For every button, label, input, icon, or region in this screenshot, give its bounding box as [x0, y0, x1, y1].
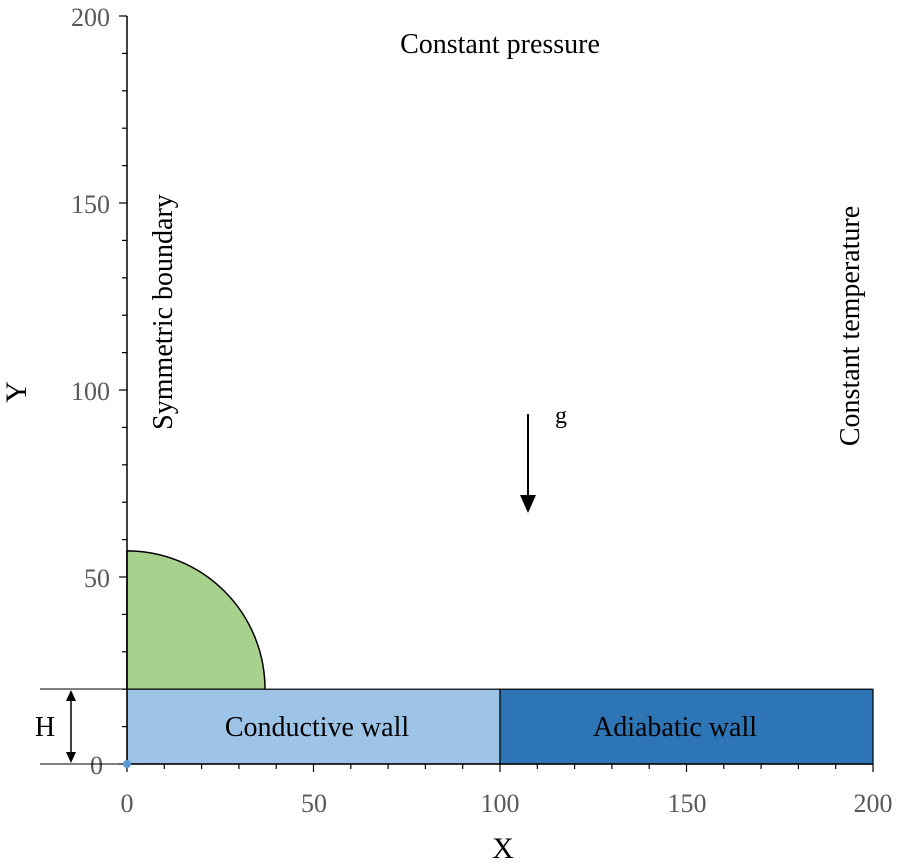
left-boundary-label: Symmetric boundary	[148, 194, 179, 430]
y-axis-ticks	[119, 15, 127, 765]
x-tick-label-150: 150	[668, 789, 707, 818]
y-tick-label-150: 150	[71, 190, 110, 219]
wall-height-label: H	[35, 712, 55, 743]
right-boundary-label: Constant temperature	[835, 206, 866, 446]
gravity-arrow-icon	[520, 414, 536, 513]
y-tick-label-0: 0	[90, 751, 103, 780]
y-tick-label-50: 50	[84, 564, 110, 593]
bubble-quarter-circle	[126, 550, 266, 690]
x-tick-label-50: 50	[301, 789, 327, 818]
y-axis-title: Y	[0, 381, 33, 403]
x-axis-ticks	[126, 764, 874, 772]
adiabatic-wall	[499, 688, 874, 765]
x-axis-title: X	[492, 832, 514, 865]
conductive-wall	[126, 688, 501, 765]
x-tick-label-100: 100	[481, 789, 520, 818]
gravity-label: g	[555, 403, 567, 429]
x-tick-label-0: 0	[121, 789, 134, 818]
adiabatic-wall-label: Adiabatic wall	[593, 712, 757, 743]
y-tick-label-200: 200	[71, 3, 110, 32]
origin-marker	[123, 760, 131, 768]
wall-height-dimension	[40, 688, 127, 765]
top-boundary-label: Constant pressure	[400, 29, 600, 60]
x-tick-label-200: 200	[854, 789, 893, 818]
conductive-wall-label: Conductive wall	[225, 712, 410, 743]
y-tick-label-100: 100	[71, 377, 110, 406]
